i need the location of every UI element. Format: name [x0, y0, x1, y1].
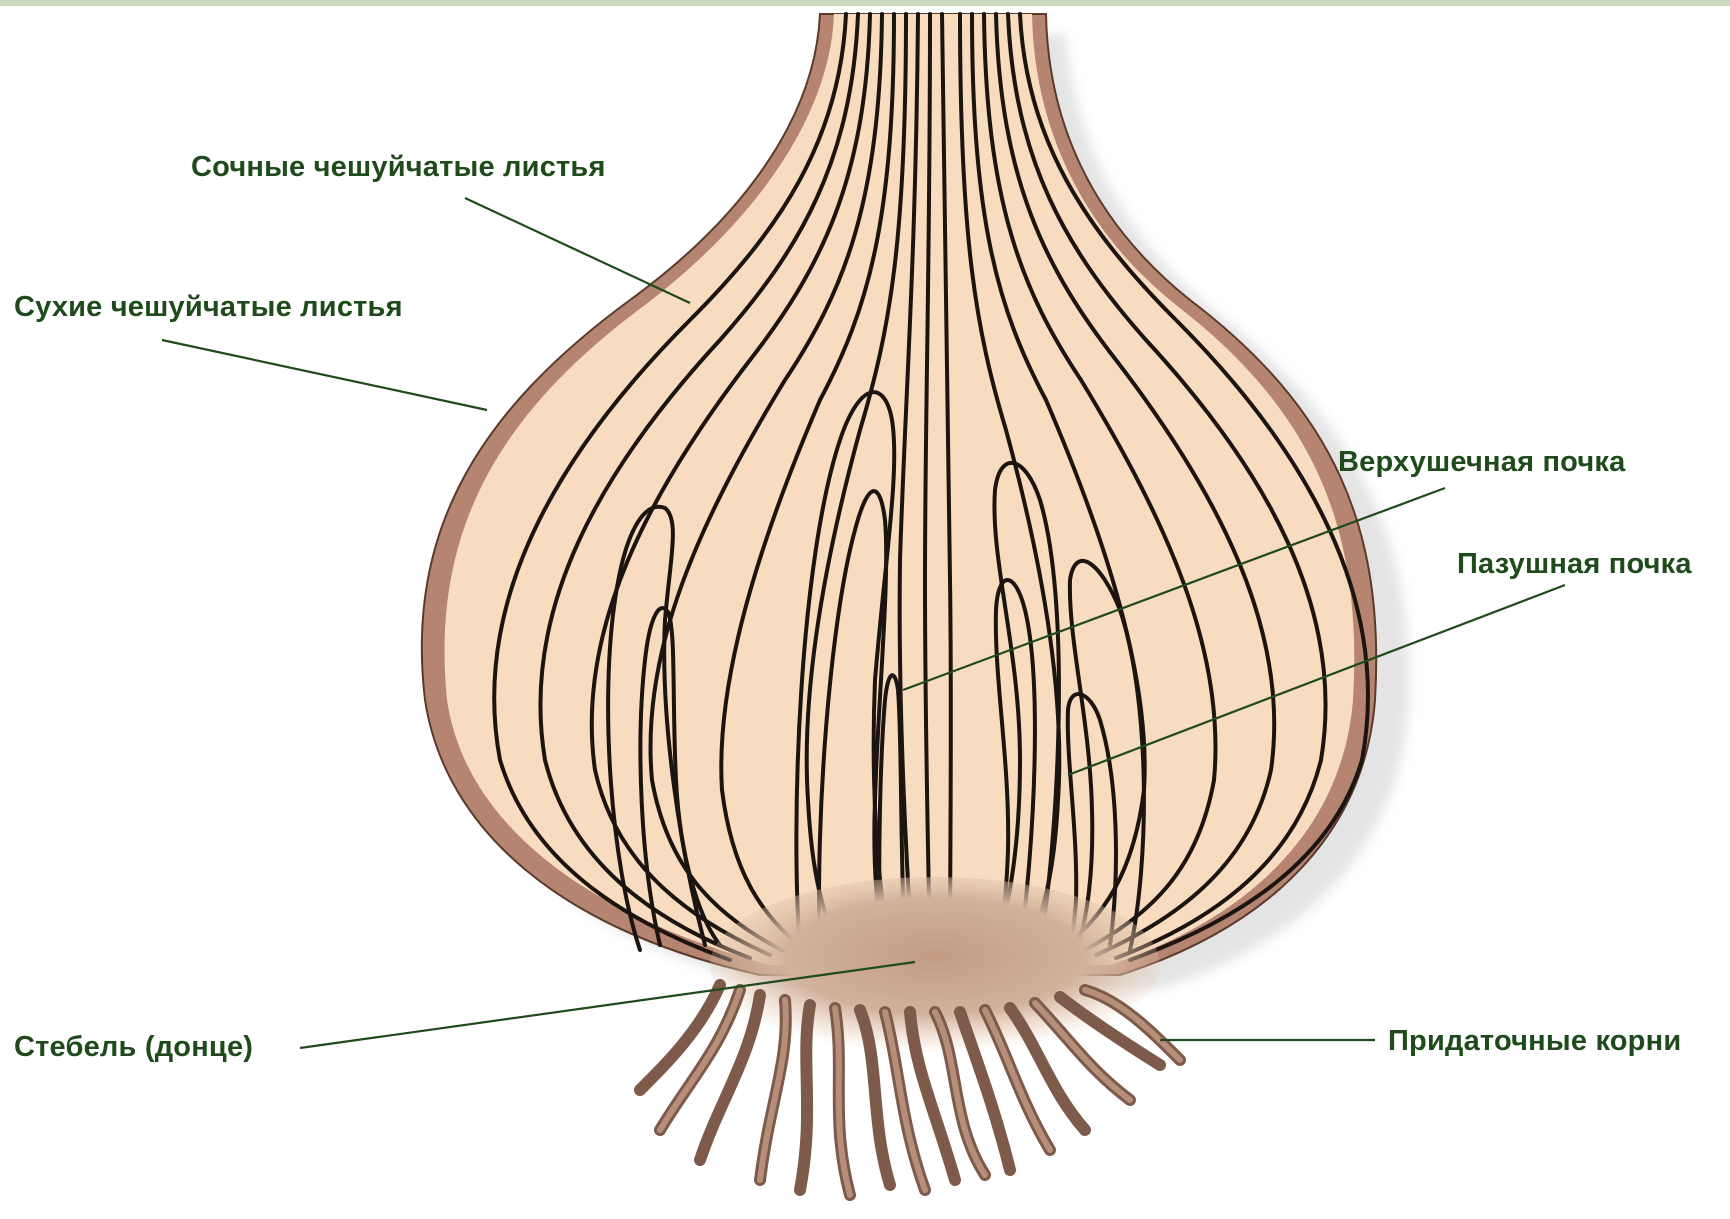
leader-dry-scales [162, 340, 487, 410]
leader-succulent-scales [465, 198, 690, 303]
label-dry-scales: Сухие чешуйчатые листья [14, 291, 403, 324]
label-apical-bud: Верхушечная почка [1338, 446, 1625, 479]
label-stem-bottom: Стебель (донце) [14, 1031, 253, 1064]
label-adventitious-roots: Придаточные корни [1388, 1025, 1681, 1058]
label-succulent-scales: Сочные чешуйчатые листья [191, 151, 606, 184]
label-axillary-bud: Пазушная почка [1457, 548, 1692, 581]
